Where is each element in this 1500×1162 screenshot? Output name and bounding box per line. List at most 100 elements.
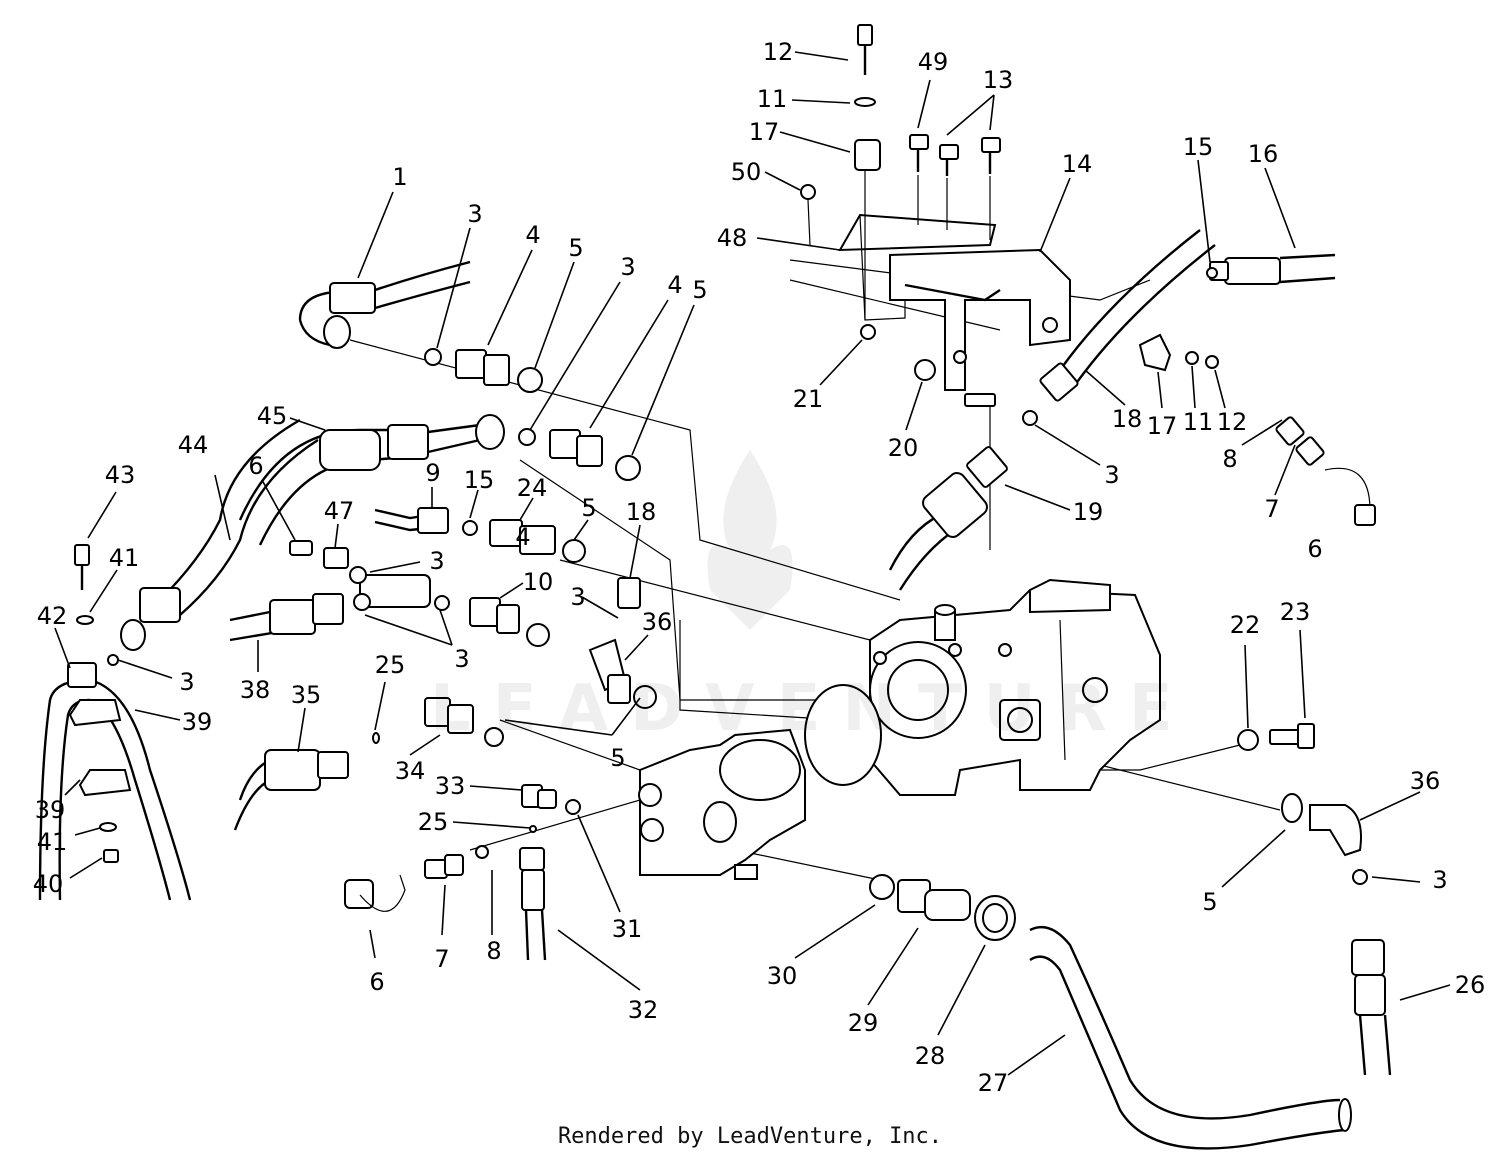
- callout-49[interactable]: 49: [918, 48, 949, 76]
- elbow-36-right: [1281, 793, 1368, 885]
- callout-39[interactable]: 39: [35, 796, 66, 824]
- callout-13[interactable]: 13: [983, 66, 1014, 94]
- callout-26[interactable]: 26: [1455, 971, 1486, 999]
- callout-6[interactable]: 6: [369, 968, 384, 996]
- sensor-7-right: [1275, 416, 1376, 526]
- callout-3[interactable]: 3: [1104, 461, 1119, 489]
- callout-36[interactable]: 36: [642, 608, 673, 636]
- callout-6[interactable]: 6: [1307, 535, 1322, 563]
- callout-12[interactable]: 12: [1217, 408, 1248, 436]
- hose-45: [238, 414, 505, 546]
- callout-3[interactable]: 3: [620, 253, 635, 281]
- callout-25[interactable]: 25: [375, 651, 406, 679]
- callout-labels: 1 3 4 5 3 4 5 12 11 17 50 49 13 48 14 15…: [33, 38, 1486, 1097]
- callout-21[interactable]: 21: [793, 385, 824, 413]
- callout-18[interactable]: 18: [1112, 405, 1143, 433]
- fitting-4-middle: [518, 428, 641, 481]
- callout-11[interactable]: 11: [1183, 408, 1214, 436]
- callout-44[interactable]: 44: [178, 431, 209, 459]
- callout-17[interactable]: 17: [1147, 412, 1178, 440]
- callout-40[interactable]: 40: [33, 870, 64, 898]
- callout-11[interactable]: 11: [757, 85, 788, 113]
- callout-7[interactable]: 7: [1264, 495, 1279, 523]
- watermark: LEADVENTURE: [430, 672, 1195, 746]
- callout-35[interactable]: 35: [291, 681, 322, 709]
- callout-42[interactable]: 42: [37, 602, 68, 630]
- hose-35: [233, 749, 349, 831]
- callout-3[interactable]: 3: [429, 547, 444, 575]
- callout-3[interactable]: 3: [467, 200, 482, 228]
- fitting-29: [869, 874, 1016, 941]
- callout-5[interactable]: 5: [1202, 888, 1217, 916]
- callout-30[interactable]: 30: [767, 962, 798, 990]
- hose-26: [1351, 939, 1392, 1076]
- callout-28[interactable]: 28: [915, 1042, 946, 1070]
- callout-14[interactable]: 14: [1062, 150, 1093, 178]
- callout-47[interactable]: 47: [324, 497, 355, 525]
- mount-bracket-48: [838, 213, 997, 321]
- fitting-33: [521, 784, 581, 815]
- callout-3[interactable]: 3: [570, 583, 585, 611]
- bolt-23: [1237, 723, 1315, 751]
- callout-4[interactable]: 4: [525, 221, 540, 249]
- leader-lines: [54, 51, 1451, 1076]
- callout-5[interactable]: 5: [581, 494, 596, 522]
- callout-15[interactable]: 15: [464, 466, 495, 494]
- callout-22[interactable]: 22: [1230, 611, 1261, 639]
- callout-15[interactable]: 15: [1183, 133, 1214, 161]
- callout-25[interactable]: 25: [418, 808, 449, 836]
- callout-3[interactable]: 3: [1432, 866, 1447, 894]
- hose-38: [229, 593, 344, 642]
- callout-24[interactable]: 24: [517, 474, 548, 502]
- hose-16: [1209, 253, 1336, 285]
- bracket-17-right: [1138, 333, 1219, 372]
- callout-8[interactable]: 8: [1222, 445, 1237, 473]
- callout-9[interactable]: 9: [425, 459, 440, 487]
- callout-1[interactable]: 1: [392, 163, 407, 191]
- callout-32[interactable]: 32: [628, 996, 659, 1024]
- callout-16[interactable]: 16: [1248, 140, 1279, 168]
- callout-34[interactable]: 34: [395, 757, 426, 785]
- callout-33[interactable]: 33: [435, 772, 466, 800]
- callout-36[interactable]: 36: [1410, 767, 1441, 795]
- elbow-36-left: [588, 577, 657, 709]
- callout-5[interactable]: 5: [692, 276, 707, 304]
- callout-20[interactable]: 20: [888, 434, 919, 462]
- callout-41[interactable]: 41: [37, 828, 68, 856]
- callout-5[interactable]: 5: [610, 744, 625, 772]
- callout-39[interactable]: 39: [182, 708, 213, 736]
- callout-10[interactable]: 10: [523, 568, 554, 596]
- callout-8[interactable]: 8: [486, 937, 501, 965]
- callout-43[interactable]: 43: [105, 461, 136, 489]
- callout-27[interactable]: 27: [978, 1069, 1009, 1097]
- callout-3[interactable]: 3: [454, 645, 469, 673]
- callout-5[interactable]: 5: [568, 234, 583, 262]
- fitting-10: [289, 540, 550, 647]
- callout-31[interactable]: 31: [612, 915, 643, 943]
- hose-27: [1029, 925, 1352, 1150]
- callout-29[interactable]: 29: [848, 1009, 879, 1037]
- misc-rings: [372, 732, 537, 833]
- callout-41[interactable]: 41: [109, 544, 140, 572]
- fitting-4-upper: [424, 348, 543, 393]
- callout-12[interactable]: 12: [763, 38, 794, 66]
- callout-38[interactable]: 38: [240, 676, 271, 704]
- callout-19[interactable]: 19: [1073, 498, 1104, 526]
- callout-48[interactable]: 48: [717, 224, 748, 252]
- callout-17[interactable]: 17: [749, 118, 780, 146]
- sensor-7-left: [344, 845, 489, 912]
- callout-6[interactable]: 6: [248, 452, 263, 480]
- hose-18: [1039, 229, 1216, 402]
- callout-4[interactable]: 4: [515, 523, 530, 551]
- callout-3[interactable]: 3: [179, 668, 194, 696]
- hose-1: [298, 260, 471, 349]
- callout-45[interactable]: 45: [257, 402, 288, 430]
- hose-19: [888, 446, 1008, 591]
- callout-23[interactable]: 23: [1280, 598, 1311, 626]
- fitting-34: [424, 697, 504, 747]
- callout-50[interactable]: 50: [731, 158, 762, 186]
- callout-18[interactable]: 18: [626, 498, 657, 526]
- callout-7[interactable]: 7: [434, 945, 449, 973]
- callout-4[interactable]: 4: [667, 271, 682, 299]
